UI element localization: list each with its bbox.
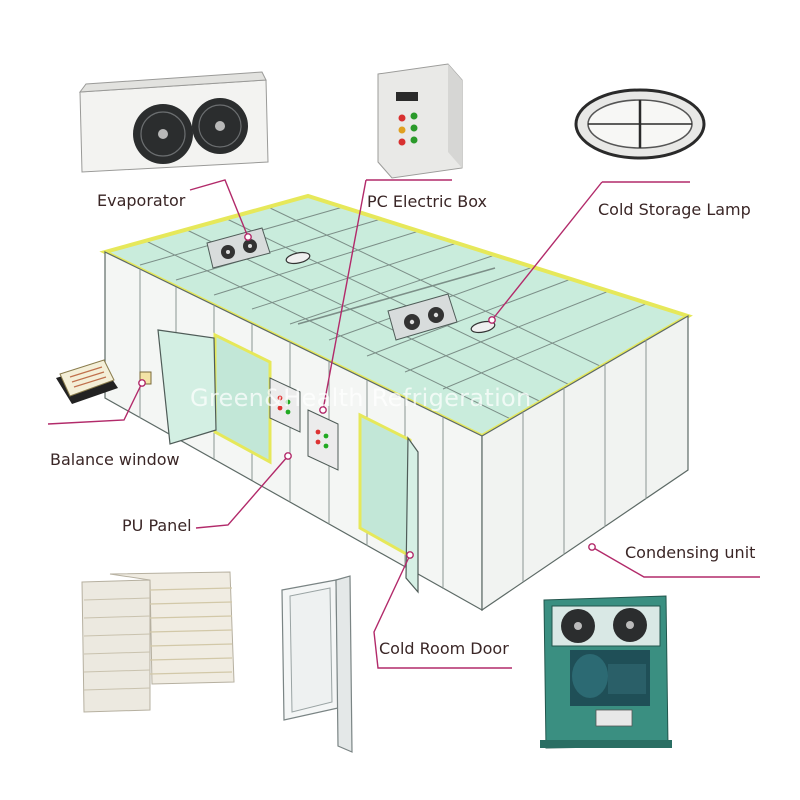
right-wall-seams bbox=[522, 340, 647, 582]
leader-dots bbox=[138, 233, 596, 559]
wall-control-box-2 bbox=[307, 409, 339, 471]
lamp-label: Cold Storage Lamp bbox=[598, 200, 751, 219]
roof-evaporator-2 bbox=[387, 293, 458, 341]
right-wall bbox=[481, 314, 689, 612]
cold-room bbox=[99, 193, 693, 612]
balance-window-label: Balance window bbox=[50, 450, 180, 469]
pu-panel-label: PU Panel bbox=[122, 516, 192, 535]
door-product bbox=[281, 575, 353, 753]
roof-lamp-1 bbox=[285, 251, 311, 265]
lamp-product bbox=[574, 88, 706, 160]
left-door-leaf bbox=[157, 329, 217, 445]
right-door-leaf bbox=[405, 436, 419, 594]
balance-window-product bbox=[56, 359, 118, 404]
evaporator-product bbox=[78, 71, 269, 173]
leader-lines bbox=[47, 179, 760, 669]
evaporator-label: Evaporator bbox=[97, 191, 186, 210]
roof-evaporator-1 bbox=[206, 227, 271, 269]
roof-lamp-2 bbox=[470, 320, 496, 334]
condensing-unit-product bbox=[540, 595, 672, 749]
door-label: Cold Room Door bbox=[379, 639, 509, 658]
electric-box-label: PC Electric Box bbox=[367, 192, 488, 211]
wall-control-box-1 bbox=[269, 377, 301, 433]
pu-panel-stack bbox=[81, 571, 235, 713]
electric-box-product bbox=[377, 63, 463, 179]
watermark: Green&Health Refrigeration bbox=[190, 384, 532, 412]
condensing-unit-label: Condensing unit bbox=[625, 543, 756, 562]
